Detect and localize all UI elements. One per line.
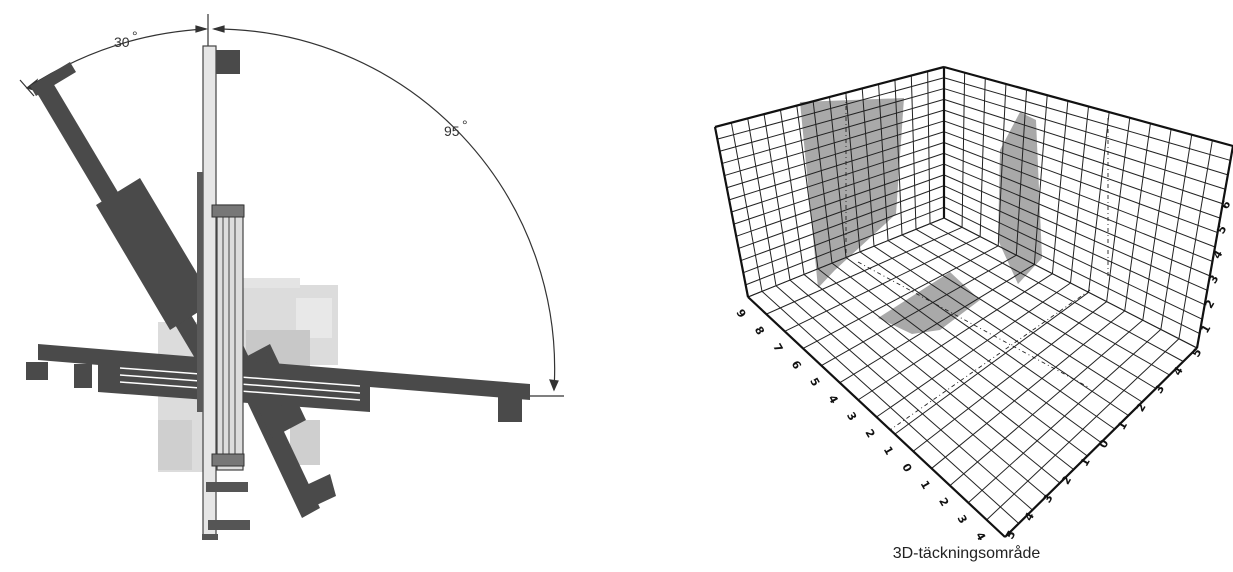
grid-frame-edge — [943, 65, 1233, 148]
left-axis-label: 3 — [955, 513, 970, 526]
angle-arcs — [19, 14, 564, 397]
angle-left-unit: ° — [132, 28, 138, 44]
grid-line-left-wall — [731, 142, 945, 213]
left-axis-label: 7 — [770, 341, 785, 354]
grid-frame-edge — [1195, 145, 1233, 349]
grid-line-right-wall — [1106, 117, 1131, 302]
grid-line-right-wall — [1178, 140, 1213, 339]
left-axis-label: 2 — [862, 427, 877, 440]
angle-right-value: 95 — [444, 123, 460, 139]
coverage-3d-svg: 98765432101234554321012345123456 — [713, 65, 1233, 540]
grid-line-right-wall — [943, 163, 1211, 277]
left-axis-label: 6 — [789, 358, 804, 371]
grid-line-left-wall — [736, 163, 945, 237]
left-axis-label: 5 — [807, 376, 822, 389]
left-axis-label: 2 — [936, 496, 951, 509]
grid-line-left-wall — [745, 206, 945, 286]
grid-line-right-wall — [943, 152, 1213, 262]
grid-line-floor — [931, 310, 1126, 469]
grid-line-left-wall — [738, 174, 945, 249]
angle-left-value: 30 — [114, 34, 130, 50]
rig-boom-diagram: 30 ° 95 ° — [0, 0, 600, 572]
coverage-caption: 3D-täckningsområde — [892, 545, 1041, 562]
grid-line-floor — [949, 319, 1144, 486]
grid-line-right-wall — [1142, 128, 1172, 321]
grid-line-left-wall — [910, 75, 917, 230]
grid-line-right-wall — [943, 195, 1203, 320]
left-axis-label: 8 — [752, 324, 767, 337]
grid-line-left-wall — [861, 88, 875, 247]
grid-frame-edge — [713, 126, 750, 298]
grid-line-left-wall — [845, 92, 861, 252]
grid-line-right-wall — [1160, 134, 1193, 330]
grid-frame-edge — [714, 65, 945, 129]
grid-frame-edge — [747, 296, 1006, 538]
right-axis-label: 5 — [1003, 528, 1018, 540]
grid-line-right-wall — [943, 142, 1216, 248]
grid-line-floor — [943, 217, 1198, 349]
grid-line-left-wall — [894, 79, 903, 235]
grid-line-left-wall — [878, 84, 889, 241]
grid-line-floor — [967, 329, 1162, 504]
coverage-3d-diagram: 98765432101234554321012345123456 3D-täck… — [700, 0, 1233, 572]
grid-line-right-wall — [943, 206, 1200, 335]
grid-line-right-wall — [943, 174, 1208, 291]
left-axis-label: 1 — [881, 444, 896, 457]
grid-line-floor — [915, 228, 1170, 376]
boom-tilted-left — [30, 62, 214, 360]
grid-line-right-wall — [1124, 123, 1151, 311]
angle-right-unit: ° — [462, 117, 468, 133]
grid-line-floor — [873, 245, 1129, 416]
grid-line-right-wall — [1088, 112, 1110, 293]
grid-line-floor — [929, 223, 1184, 362]
left-axis-label: 9 — [733, 307, 748, 320]
grid-line-floor — [986, 338, 1180, 521]
grid-line-left-wall — [927, 71, 931, 224]
grid-line-left-wall — [740, 185, 945, 262]
grid-line-floor — [859, 251, 1115, 430]
grid-line-floor — [912, 301, 1107, 452]
axis-dashed-floor — [857, 261, 1091, 389]
grid-line-left-wall — [747, 217, 945, 298]
grid-line-right-wall — [943, 185, 1205, 306]
grid-line-left-wall — [743, 195, 945, 274]
left-axis-label: 0 — [899, 461, 914, 474]
vertical-mast — [197, 45, 250, 540]
grid-line-floor — [894, 291, 1089, 435]
left-axis-label: 4 — [826, 393, 841, 406]
left-axis-label: 4 — [973, 530, 988, 540]
grid-line-floor — [901, 234, 1157, 389]
rig-boom-svg: 30 ° 95 ° — [19, 14, 564, 540]
vertical-axis-label: 6 — [1218, 198, 1233, 211]
grid-line-left-wall — [733, 152, 945, 225]
grid-frame-edge — [1004, 347, 1198, 538]
grid-line-floor — [876, 282, 1071, 418]
axis-dashed-floor — [889, 289, 1091, 431]
left-axis-label: 3 — [844, 410, 859, 423]
grid-line-floor — [887, 240, 1143, 403]
left-axis-label: 1 — [918, 478, 933, 491]
